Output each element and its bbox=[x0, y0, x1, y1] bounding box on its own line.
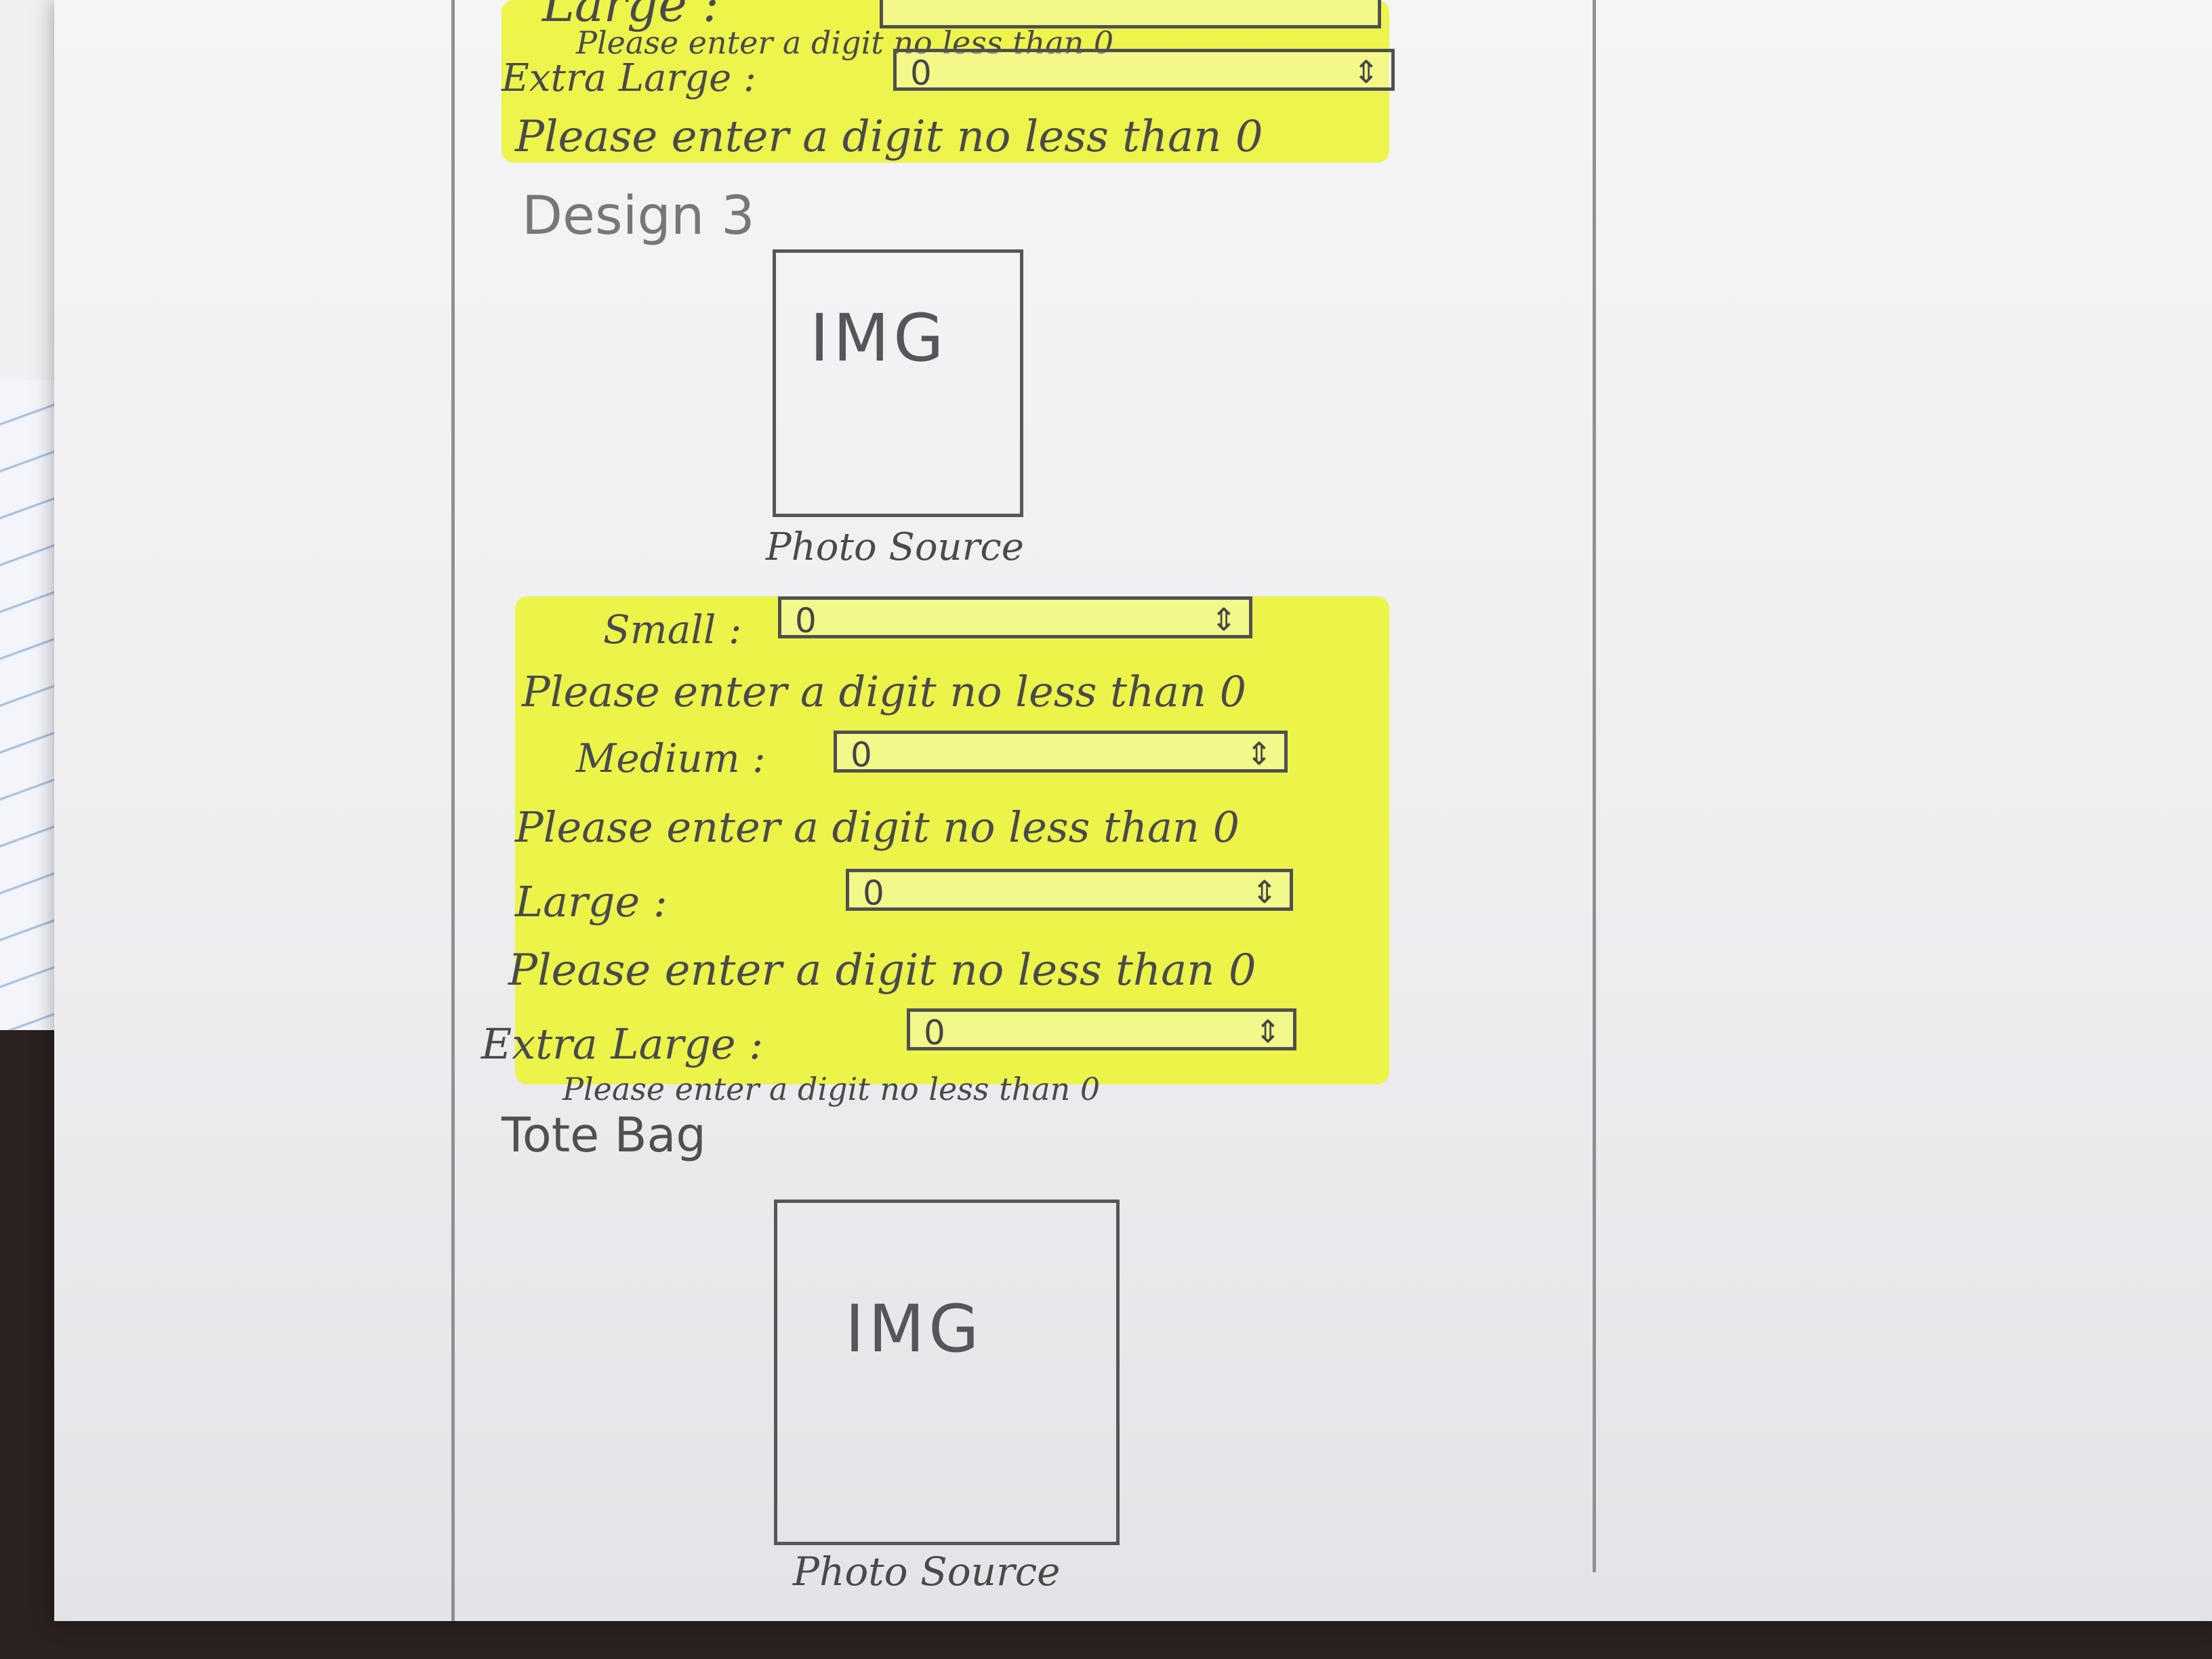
spinner-arrows-icon[interactable]: ⇕ bbox=[1246, 735, 1272, 772]
sketch-paper: Large : Please enter a digit no less tha… bbox=[54, 0, 2212, 1621]
small-label: Small : bbox=[603, 607, 742, 653]
frame-right-border bbox=[1593, 0, 1596, 1572]
xl-value: 0 bbox=[924, 1013, 945, 1052]
top-large-hint: Please enter a digit no less than 0 bbox=[576, 24, 1114, 61]
tote-bag-photo-source: Photo Source bbox=[793, 1549, 1061, 1595]
top-large-field[interactable] bbox=[880, 0, 1381, 28]
medium-quantity-input[interactable]: 0 ⇕ bbox=[834, 731, 1288, 775]
tote-bag-img-text: IMG bbox=[845, 1291, 983, 1367]
design3-heading: Design 3 bbox=[522, 186, 755, 247]
xl-quantity-input[interactable]: 0 ⇕ bbox=[907, 1008, 1296, 1052]
spinner-arrows-icon[interactable]: ⇕ bbox=[1251, 874, 1277, 910]
xl-hint: Please enter a digit no less than 0 bbox=[562, 1071, 1101, 1107]
spinner-arrows-icon[interactable]: ⇕ bbox=[1254, 1013, 1281, 1050]
medium-value: 0 bbox=[851, 735, 872, 775]
small-hint: Please enter a digit no less than 0 bbox=[522, 667, 1247, 716]
frame-left-border bbox=[451, 0, 455, 1621]
tote-bag-heading: Tote Bag bbox=[501, 1107, 706, 1163]
large-quantity-input[interactable]: 0 ⇕ bbox=[846, 869, 1293, 913]
top-xl-label: Extra Large : bbox=[501, 56, 756, 100]
xl-label: Extra Large : bbox=[481, 1019, 764, 1069]
small-quantity-input[interactable]: 0 ⇕ bbox=[778, 596, 1252, 640]
top-xl-field[interactable]: 0 ⇕ bbox=[893, 49, 1395, 93]
small-value: 0 bbox=[795, 601, 817, 640]
tote-bag-image-placeholder: IMG bbox=[774, 1200, 1120, 1545]
spinner-arrows-icon[interactable]: ⇕ bbox=[1210, 601, 1237, 638]
top-xl-hint: Please enter a digit no less than 0 bbox=[515, 112, 1263, 162]
spinner-arrows-icon[interactable]: ⇕ bbox=[1353, 54, 1379, 90]
design3-photo-source: Photo Source bbox=[766, 525, 1024, 569]
medium-hint: Please enter a digit no less than 0 bbox=[515, 802, 1240, 852]
design3-img-text: IMG bbox=[810, 300, 948, 376]
large-value: 0 bbox=[863, 874, 884, 913]
top-large-label: Large : bbox=[542, 0, 719, 33]
large-label: Large : bbox=[515, 877, 668, 926]
medium-label: Medium : bbox=[576, 735, 766, 781]
highlight-design3-fields bbox=[515, 596, 1389, 1084]
design3-image-placeholder: IMG bbox=[773, 249, 1023, 517]
large-hint: Please enter a digit no less than 0 bbox=[508, 945, 1256, 996]
top-xl-value: 0 bbox=[910, 54, 932, 93]
